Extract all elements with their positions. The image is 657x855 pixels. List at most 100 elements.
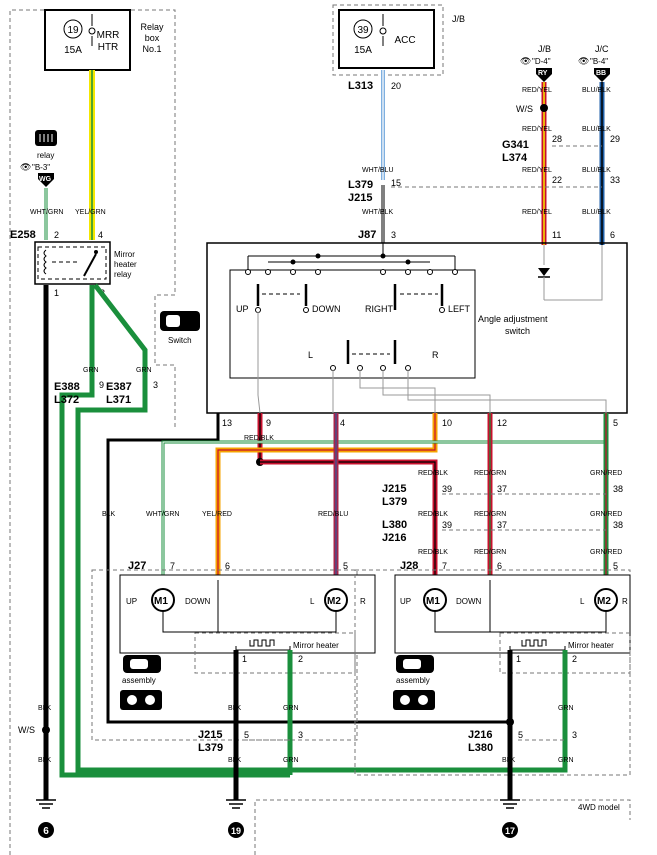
- pin-1-heater-right: 1: [516, 654, 521, 664]
- pin-22: 22: [552, 175, 562, 185]
- pin-20: 20: [391, 81, 401, 91]
- eye-icon: 👁: [520, 56, 531, 66]
- wire-label-grn-e388: GRN: [83, 367, 99, 374]
- j28-up: UP: [400, 597, 411, 606]
- wire-label-blk-ws-1: BLK: [38, 705, 52, 712]
- wire-label-red-yel-3: RED/YEL: [522, 167, 552, 174]
- l379-top-label: L379: [348, 179, 373, 191]
- pin-1-heater-left: 1: [242, 654, 247, 664]
- l380-mid-label: L380: [382, 519, 407, 531]
- pin-38-b: 38: [613, 520, 623, 530]
- pin-5-j215-bottom: 5: [244, 730, 249, 740]
- pin-2-heater-right: 2: [572, 654, 577, 664]
- pin-10: 10: [442, 418, 452, 428]
- fuse-mrr-htr: 19 15A MRR HTR: [44, 9, 131, 71]
- eye-icon: 👁: [578, 56, 589, 66]
- wire-label-blu-blk-4: BLU/BLK: [582, 209, 611, 216]
- heater-element-right-icon: [521, 639, 547, 647]
- pin-37-a: 37: [497, 484, 507, 494]
- pin-37-b: 37: [497, 520, 507, 530]
- wire-label-red-yel-2: RED/YEL: [522, 126, 552, 133]
- wire-grn-e388: [59, 285, 290, 778]
- mirror-left-frame: [91, 569, 358, 741]
- pin-3-j87: 3: [391, 230, 396, 240]
- pin-6-top: 6: [610, 230, 615, 240]
- m1-right-label: M1: [426, 596, 440, 607]
- switch-levers: [256, 284, 444, 364]
- switch-internal-bus: [247, 243, 456, 270]
- pin-4-relay: 4: [98, 230, 103, 240]
- e388-label: E388: [54, 381, 80, 393]
- ground-6-icon: [36, 799, 56, 809]
- ws-splice-left: [42, 726, 50, 734]
- switch-label: Switch: [168, 336, 192, 345]
- pin-9-switch: 9: [266, 418, 271, 428]
- 4wd-frame: [254, 799, 631, 855]
- l372-label: L372: [54, 394, 79, 406]
- wire-label-red-blk-pin9: RED/BLK: [244, 435, 274, 442]
- fuse-mrr-number: 19: [67, 25, 79, 36]
- m2-left-label: M2: [327, 596, 341, 607]
- pin-39-b: 39: [442, 520, 452, 530]
- wire-label-wht-grn-j27: WHT/GRN: [146, 511, 179, 518]
- bb-label: BB: [596, 70, 606, 77]
- pin-2-heater-left: 2: [298, 654, 303, 664]
- pin-38-a: 38: [613, 484, 623, 494]
- j216-bottom-label: J216: [468, 729, 492, 741]
- wire-label-blu-blk-3: BLU/BLK: [582, 167, 611, 174]
- mirror-right-frame: [354, 569, 631, 776]
- pin-13: 13: [222, 418, 232, 428]
- wire-label-yel-red: YEL/RED: [202, 511, 232, 518]
- relay-label-1: Mirror: [114, 250, 135, 259]
- ws-splice-red: [540, 104, 548, 112]
- wire-label-grn-heater-l1: GRN: [283, 705, 299, 712]
- ground-6-label: 6: [43, 826, 49, 837]
- ground-19-icon: [226, 799, 246, 809]
- wire-label-red-blk-4: RED/BLK: [418, 549, 448, 556]
- wire-label-grn-red-2: GRN/RED: [590, 511, 622, 518]
- mirror-heater-left: [194, 632, 356, 674]
- relay-label-2: heater: [114, 260, 137, 269]
- fuse-acc-name: ACC: [394, 35, 415, 46]
- wire-label-blk-ws-2: BLK: [38, 757, 52, 764]
- j27-l: L: [310, 597, 315, 606]
- wire-label-grn-e387: GRN: [136, 367, 152, 374]
- wire-label-grn-heater-r1: GRN: [558, 705, 574, 712]
- switch-label-right: RIGHT: [365, 304, 394, 314]
- j28-l: L: [580, 597, 585, 606]
- j87-label: J87: [358, 229, 376, 241]
- switch-junctions: [290, 253, 411, 265]
- wire-label-grn-red-1: GRN/RED: [590, 470, 622, 477]
- j28-r: R: [622, 597, 628, 606]
- wire-label-blk-heater-l1: BLK: [228, 705, 242, 712]
- wire-label-blk-heater-l2: BLK: [228, 757, 242, 764]
- relay-box-label-2: box: [145, 33, 160, 43]
- relay-label-3: relay: [114, 270, 131, 279]
- wire-label-blk-heater-r2: BLK: [502, 757, 516, 764]
- relay-box-label-1: Relay: [140, 22, 164, 32]
- ry-label: RY: [538, 70, 548, 77]
- j27-down: DOWN: [185, 597, 211, 606]
- switch-label-left: LEFT: [448, 304, 471, 314]
- wire-label-red-blk-3: RED/BLK: [418, 511, 448, 518]
- l379-mid-label: L379: [382, 496, 407, 508]
- eye-icon: 👁: [20, 162, 31, 172]
- pin-7-j27: 7: [170, 561, 175, 571]
- wire-label-blk-main: BLK: [102, 511, 116, 518]
- wire-label-red-grn-1: RED/GRN: [474, 470, 506, 477]
- ws-label-left: W/S: [18, 725, 35, 735]
- mirror-right-motor-box: [394, 574, 631, 654]
- switch-icon: [160, 311, 200, 331]
- wg-label: WG: [39, 176, 52, 183]
- wire-label-wht-grn-relay: WHT/GRN: [30, 209, 63, 216]
- jc-view-label: J/C: [595, 44, 609, 54]
- mirror-heater-relay: [34, 241, 111, 285]
- pin-28: 28: [552, 134, 562, 144]
- pin-39-a: 39: [442, 484, 452, 494]
- angle-adjustment-switch-inner: [229, 269, 476, 379]
- switch-contacts: [245, 269, 458, 275]
- switch-output-contacts: [255, 307, 445, 371]
- wire-label-grn-heater-l2: GRN: [283, 757, 299, 764]
- e387-label: E387: [106, 381, 132, 393]
